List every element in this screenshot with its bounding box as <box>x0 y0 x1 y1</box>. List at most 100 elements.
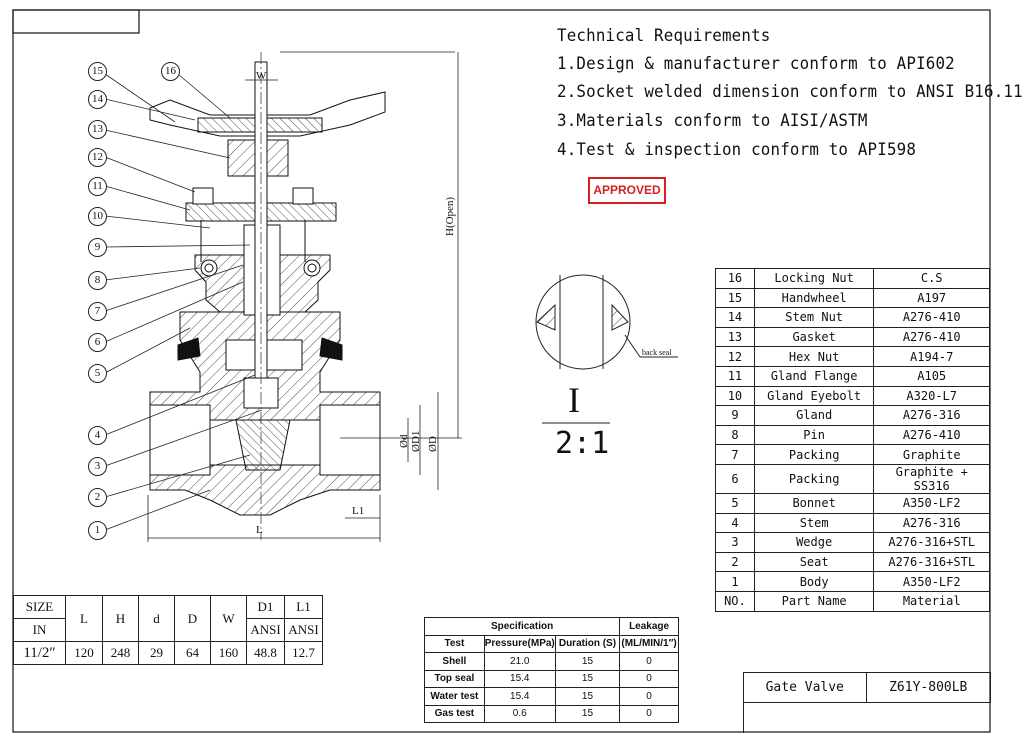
part-no: 12 <box>715 346 755 367</box>
col-h: H <box>102 595 139 642</box>
part-material: A320-L7 <box>873 385 990 407</box>
part-no: 7 <box>715 444 755 465</box>
spec-value: 0 <box>619 669 679 688</box>
part-no: 11 <box>715 365 755 387</box>
dd-value: 64 <box>174 641 211 665</box>
test-name: Gas test <box>424 704 485 723</box>
part-no: 9 <box>715 405 755 426</box>
part-name: Handwheel <box>753 287 875 309</box>
part-material: A276-410 <box>873 326 990 348</box>
part-name: Gasket <box>753 326 875 348</box>
part-name: Hex Nut <box>753 346 875 367</box>
part-no: 4 <box>715 512 755 534</box>
dim-dd-label: ØD <box>427 436 439 452</box>
callout-7: 7 <box>88 302 107 321</box>
dim-l1-label: L1 <box>352 505 365 517</box>
requirement-1: 1.Design & manufacturer conform to API60… <box>557 54 955 74</box>
spec-value: 15 <box>554 652 621 671</box>
spec-value: 15 <box>554 687 621 706</box>
spec-value: 0.6 <box>483 704 556 723</box>
part-material: A276-316+STL <box>873 532 990 553</box>
requirements-title: Technical Requirements <box>557 26 771 46</box>
detail-view <box>535 274 678 424</box>
part-material: Graphite + SS316 <box>873 463 990 494</box>
callout-9: 9 <box>88 238 107 257</box>
test-col: Test <box>424 634 485 653</box>
dim-d-label: Ød <box>398 434 410 448</box>
approved-stamp: APPROVED <box>588 177 666 204</box>
col-d1: D1 <box>246 595 285 619</box>
spec-header: Specification <box>423 617 621 636</box>
part-name: Packing <box>753 463 875 494</box>
leakage-header: Leakage <box>619 617 679 636</box>
spec-value: 21.0 <box>483 652 556 671</box>
size-header: SIZE <box>13 595 66 619</box>
part-no: 8 <box>715 424 755 446</box>
part-no: 2 <box>715 551 755 573</box>
part-no: 6 <box>715 463 755 494</box>
dim-l-label: L <box>256 524 263 536</box>
detail-scale: 2:1 <box>555 426 610 461</box>
part-no: 16 <box>715 268 755 289</box>
callout-10: 10 <box>88 207 107 226</box>
part-material: Graphite <box>873 444 990 465</box>
part-name: Wedge <box>753 532 875 553</box>
part-name: Gland Eyebolt <box>753 385 875 407</box>
callout-13: 13 <box>88 120 107 139</box>
part-name: Packing <box>753 444 875 465</box>
size-value: 11/2″ <box>13 641 66 665</box>
callout-2: 2 <box>88 488 107 507</box>
part-no: 1 <box>715 571 755 592</box>
callout-8: 8 <box>88 271 107 290</box>
spec-value: 0 <box>619 687 679 706</box>
callout-5: 5 <box>88 364 107 383</box>
callout-15: 15 <box>88 62 107 81</box>
d1-value: 48.8 <box>246 641 285 665</box>
l-value: 120 <box>65 641 103 665</box>
part-no: 15 <box>715 287 755 309</box>
part-material: A350-LF2 <box>873 492 990 514</box>
dim-h-label: H(Open) <box>444 196 456 236</box>
test-name: Top seal <box>424 669 485 688</box>
part-material: A276-316+STL <box>873 551 990 573</box>
callout-3: 3 <box>88 457 107 476</box>
part-name: Seat <box>753 551 875 573</box>
spec-value: 15.4 <box>483 687 556 706</box>
callout-1: 1 <box>88 521 107 540</box>
ansi-l1: ANSI <box>284 618 323 642</box>
w-value: 160 <box>210 641 247 665</box>
col-l1: L1 <box>284 595 323 619</box>
part-material: A276-316 <box>873 512 990 534</box>
part-name: Stem <box>753 512 875 534</box>
corner-tab <box>12 9 140 34</box>
part-no: 14 <box>715 307 755 328</box>
part-material: A350-LF2 <box>873 571 990 592</box>
part-name: Gland Flange <box>753 365 875 387</box>
product-name: Gate Valve <box>743 672 867 703</box>
part-material: A276-410 <box>873 424 990 446</box>
part-no: 10 <box>715 385 755 407</box>
part-material: C.S <box>873 268 990 289</box>
duration-col: Duration (S) <box>554 634 621 653</box>
dimension-lines <box>147 51 462 542</box>
dim-d1-label: ØD1 <box>410 430 422 452</box>
callout-16: 16 <box>161 62 180 81</box>
part-material: A276-410 <box>873 307 990 328</box>
part-material: A276-316 <box>873 405 990 426</box>
parts-header: NO. <box>715 590 755 612</box>
